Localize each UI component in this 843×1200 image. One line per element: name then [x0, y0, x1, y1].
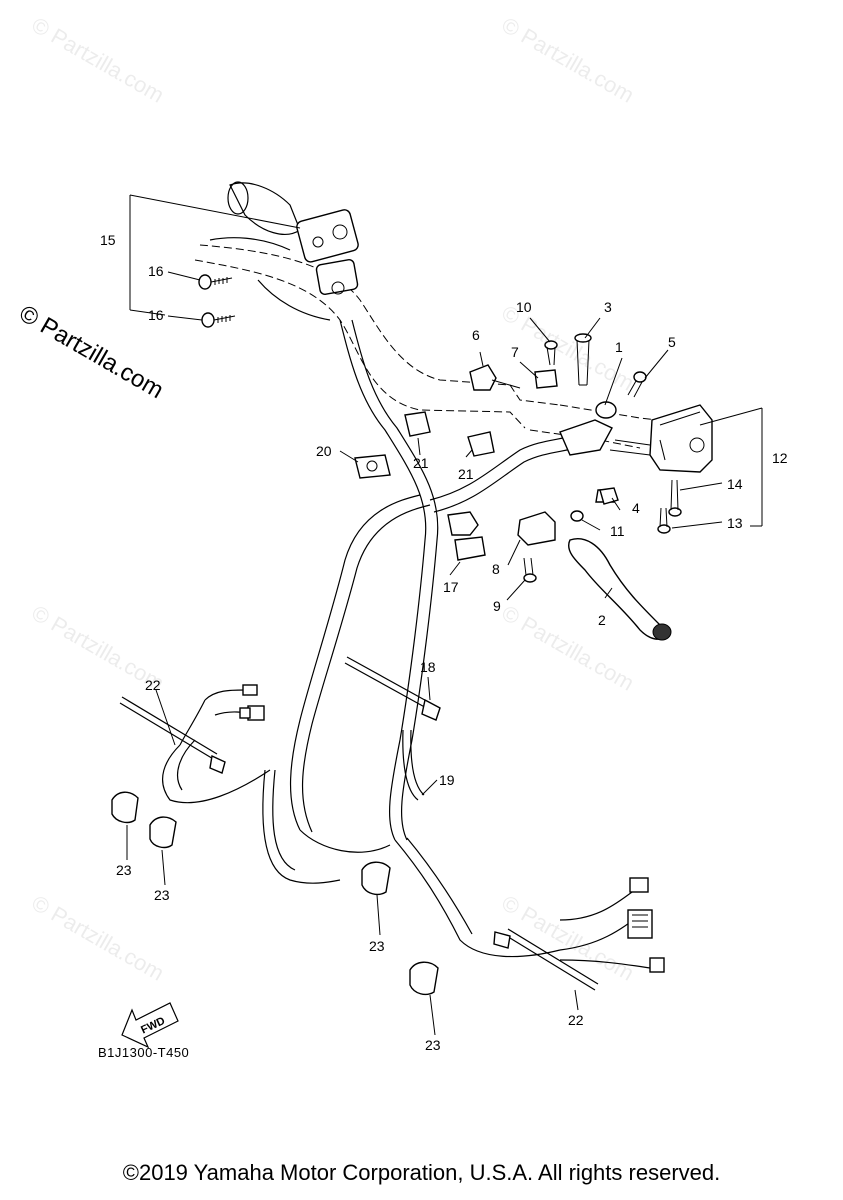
callout-9: 9 — [493, 598, 501, 614]
leader-lines — [126, 271, 763, 1036]
callout-23-a: 23 — [116, 862, 132, 878]
callout-7: 7 — [511, 344, 519, 360]
callout-23-b: 23 — [154, 887, 170, 903]
callout-23-d: 23 — [425, 1037, 441, 1053]
lever-assembly — [559, 401, 672, 641]
callout-14: 14 — [727, 476, 743, 492]
cable-tie-22-right — [493, 928, 599, 991]
connectors-right — [627, 877, 665, 973]
callout-21-b: 21 — [458, 466, 474, 482]
connectors-left — [239, 684, 265, 721]
callout-8: 8 — [492, 561, 500, 577]
callout-5: 5 — [668, 334, 676, 350]
screw-14 — [668, 479, 682, 517]
cable-tie-19 — [402, 729, 425, 801]
screw-10 — [544, 340, 558, 366]
screw-9 — [523, 557, 537, 583]
bolt-6 — [469, 364, 521, 391]
callout-22-left: 22 — [145, 677, 161, 693]
screw-13 — [657, 507, 671, 534]
diagram-code: B1J1300-T450 — [98, 1045, 190, 1060]
callout-17: 17 — [443, 579, 459, 595]
callout-19: 19 — [439, 772, 455, 788]
clamp-20 — [354, 454, 391, 479]
callout-21-a: 21 — [413, 455, 429, 471]
fwd-arrow-icon: FWD — [121, 1002, 179, 1049]
screw-16-lower — [201, 312, 236, 328]
callout-1: 1 — [615, 339, 623, 355]
screw-5 — [627, 371, 647, 398]
callout-labels: 1 2 3 4 5 6 7 8 9 10 11 12 13 14 15 16 1… — [100, 232, 788, 1053]
screw-16-upper — [198, 274, 233, 290]
clamp-21-a — [404, 411, 431, 437]
callout-11: 11 — [610, 523, 625, 539]
clamp-23-c — [361, 861, 391, 896]
callout-23-c: 23 — [369, 938, 385, 954]
callout-bracket-15 — [129, 194, 301, 316]
callout-18: 18 — [420, 659, 436, 675]
callout-6: 6 — [472, 327, 480, 343]
callout-13: 13 — [727, 515, 743, 531]
callout-16-upper: 16 — [148, 263, 164, 279]
clamp-21-b — [467, 431, 495, 457]
left-switch-assembly — [209, 181, 359, 321]
callout-20: 20 — [316, 443, 332, 459]
handlebar-outline — [194, 244, 701, 449]
callout-16-lower: 16 — [148, 307, 164, 323]
callout-3: 3 — [604, 299, 612, 315]
copyright-text: ©2019 Yamaha Motor Corporation, U.S.A. A… — [122, 1160, 721, 1185]
callout-4: 4 — [632, 500, 640, 516]
callout-10: 10 — [516, 299, 532, 315]
clamp-23-a — [111, 791, 139, 824]
callout-22-right: 22 — [568, 1012, 584, 1028]
right-switch-assembly — [609, 404, 713, 473]
callout-15: 15 — [100, 232, 116, 248]
bolt-3 — [574, 333, 592, 386]
clamp-23-b — [149, 816, 177, 849]
cable-tie-18 — [344, 656, 441, 721]
clip-7 — [534, 369, 558, 389]
clamp-17 — [447, 511, 486, 561]
switch-8 — [517, 511, 556, 546]
clamp-23-d — [409, 961, 439, 996]
nut-4 — [599, 487, 619, 505]
cable-tie-22-left — [119, 696, 226, 774]
callout-2: 2 — [598, 612, 606, 628]
callout-12: 12 — [772, 450, 788, 466]
